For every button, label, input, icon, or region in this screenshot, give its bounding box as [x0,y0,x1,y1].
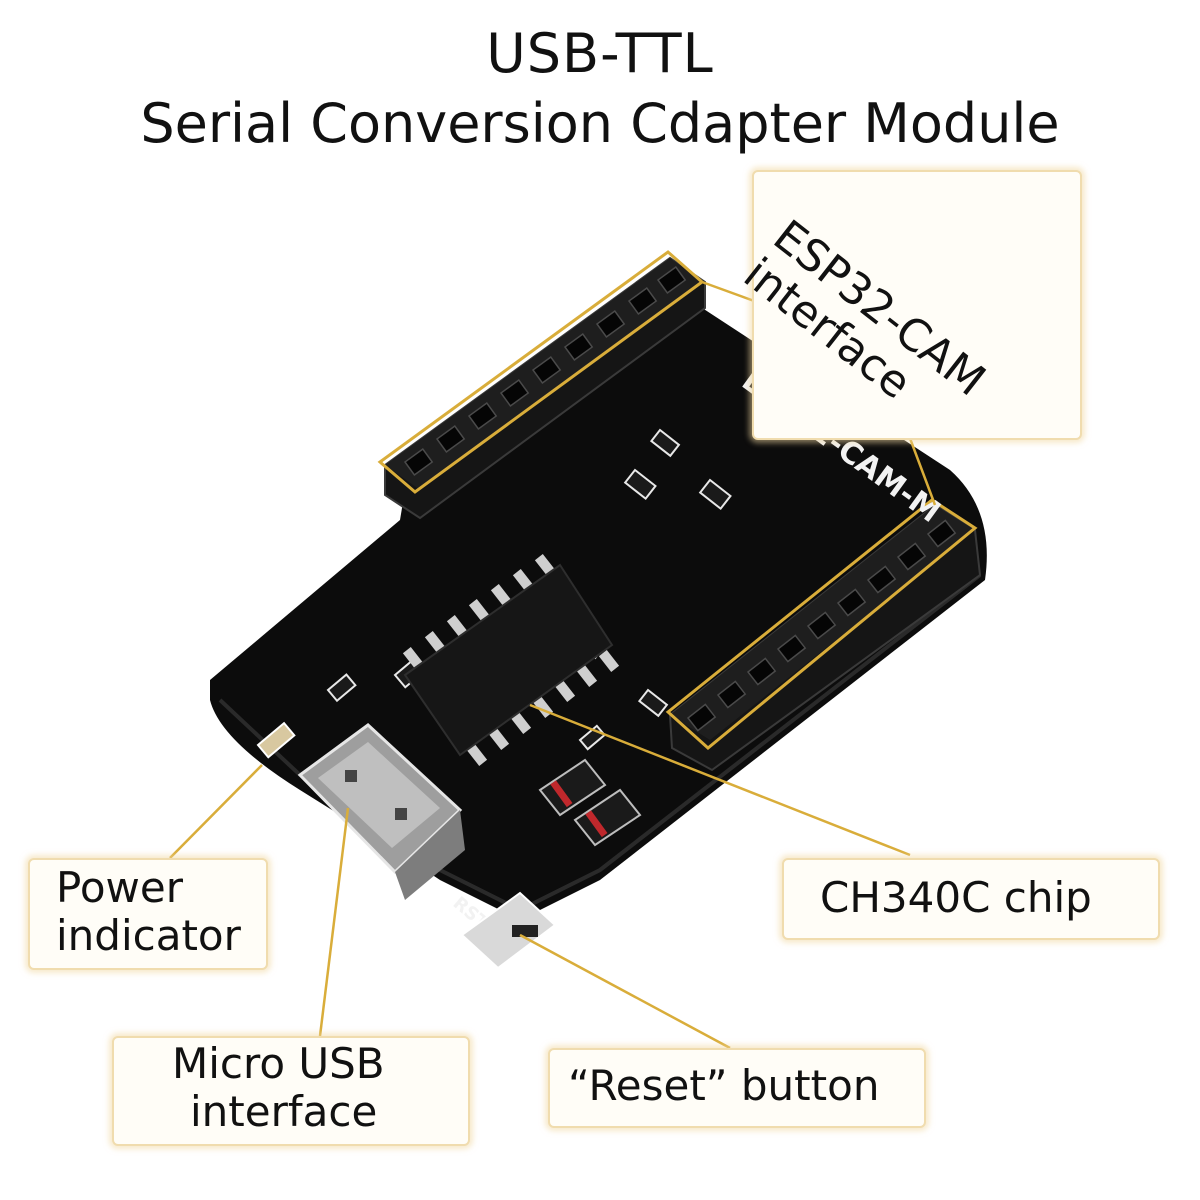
micro-usb-connector [297,723,465,900]
header-back [377,250,706,520]
callout-usb-line1: Micro USB [172,1039,385,1088]
leader-power [169,764,263,859]
leader-usb [318,807,350,1037]
callout-esp32-interface: ESP32-CAM interface [734,170,1082,440]
power-led [256,721,296,759]
header-front [665,498,982,772]
ch340c-chip [402,554,620,766]
callout-ch340c-chip: CH340C chip [782,858,1160,940]
callout-micro-usb: Micro USB interface [112,1036,470,1146]
callout-reset-label: “Reset” button [568,1061,880,1110]
title-line-2: Serial Conversion Cdapter Module [140,92,1060,155]
callout-chip-label: CH340C chip [820,873,1092,922]
callout-power-line1: Power [56,863,183,912]
callout-power-indicator: Power indicator [28,858,268,970]
title-line-1: USB-TTL [486,22,714,85]
reset-button [460,891,557,970]
diodes [538,758,642,847]
leader-reset [519,933,731,1050]
callout-reset-button: “Reset” button [548,1048,926,1128]
callout-usb-line2: interface [190,1087,378,1137]
leader-chip [529,703,911,857]
callout-power-line2: indicator [56,911,241,961]
